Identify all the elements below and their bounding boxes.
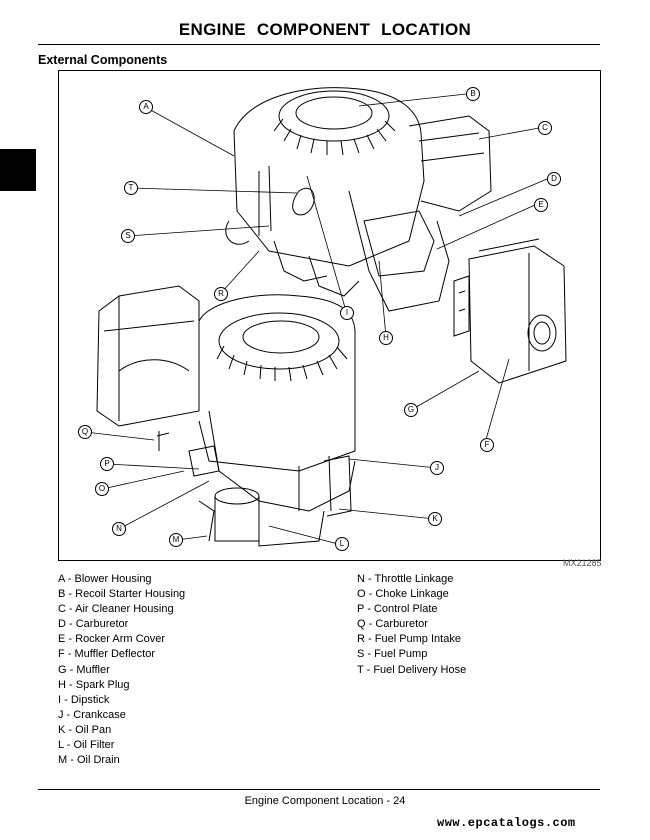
- legend-item: K - Oil Pan: [58, 723, 112, 736]
- legend-key: A: [58, 573, 65, 585]
- legend-item: M - Oil Drain: [58, 754, 120, 767]
- legend-key: G: [58, 663, 67, 676]
- legend-item: Q - Carburetor: [357, 618, 428, 631]
- legend-item: T - Fuel Delivery Hose: [357, 663, 467, 676]
- callout-i: I: [340, 306, 354, 320]
- upper-engine-drawing: [225, 87, 492, 312]
- legend-right: N - Throttle Linkage O - Choke Linkage P…: [357, 572, 466, 678]
- callout-b: B: [466, 87, 480, 101]
- legend-item: O - Choke Linkage: [357, 588, 449, 601]
- page-footer: Engine Component Location - 24: [244, 795, 406, 807]
- callout-r: R: [214, 287, 228, 301]
- legend-left: A - Blower Housing B - Recoil Starter Ho…: [58, 572, 185, 768]
- callout-t: T: [124, 181, 138, 195]
- legend-item: D - Carburetor: [58, 618, 129, 631]
- legend-item: B - Recoil Starter Housing: [58, 588, 186, 601]
- legend-label: Air Cleaner Housing: [75, 603, 174, 616]
- legend-label: Fuel Delivery Hose: [373, 663, 467, 676]
- callout-m: M: [169, 533, 183, 547]
- legend-key: D: [58, 618, 66, 631]
- legend-label: Muffler: [76, 663, 110, 676]
- legend-key: M: [58, 754, 68, 767]
- legend-key: F: [58, 648, 65, 661]
- callout-o: O: [95, 482, 109, 496]
- legend-label: Oil Filter: [73, 739, 115, 752]
- leader-lines: [84, 93, 548, 546]
- legend-item: N - Throttle Linkage: [357, 573, 454, 585]
- legend-key: I: [58, 693, 62, 706]
- legend-item: P - Control Plate: [357, 603, 438, 616]
- callout-s: S: [121, 229, 135, 243]
- legend-key: B: [58, 588, 66, 601]
- callout-k: K: [428, 512, 442, 526]
- legend-key: N: [357, 573, 365, 585]
- side-muffler-drawing: [453, 238, 567, 384]
- legend-label: Choke Linkage: [375, 588, 449, 601]
- legend-key: H: [58, 678, 66, 691]
- legend-key: C: [58, 603, 66, 616]
- legend-item: J - Crankcase: [58, 708, 126, 721]
- section-tab-marker: [0, 149, 36, 191]
- legend-key: R: [357, 633, 365, 646]
- callout-d: D: [547, 172, 561, 186]
- legend-item: H - Spark Plug: [58, 678, 130, 691]
- figure-id: MX21285: [563, 558, 602, 568]
- callout-j: J: [430, 461, 444, 475]
- legend-key: O: [357, 588, 366, 601]
- callout-q: Q: [78, 425, 92, 439]
- callout-a: A: [139, 100, 153, 114]
- legend-item: C - Air Cleaner Housing: [58, 603, 174, 616]
- legend-label: Blower Housing: [74, 573, 152, 585]
- callout-e: E: [534, 198, 548, 212]
- callout-n: N: [112, 522, 126, 536]
- legend-item: F - Muffler Deflector: [58, 648, 156, 661]
- legend-label: Muffler Deflector: [74, 648, 156, 661]
- section-heading: External Components: [38, 53, 168, 67]
- legend-key: T: [357, 663, 364, 676]
- legend-label: Throttle Linkage: [374, 573, 454, 585]
- legend-item: I - Dipstick: [58, 693, 110, 706]
- callout-p: P: [100, 457, 114, 471]
- legend-label: Carburetor: [75, 618, 129, 631]
- legend-key: E: [58, 633, 66, 646]
- legend-item: L - Oil Filter: [58, 739, 115, 752]
- legend-key: P: [357, 603, 365, 616]
- callout-f: F: [480, 438, 494, 452]
- engine-drawing: [84, 87, 567, 547]
- legend-label: Oil Drain: [76, 754, 120, 767]
- callout-c: C: [538, 121, 552, 135]
- legend-item: G - Muffler: [58, 663, 110, 676]
- callout-l: L: [335, 537, 349, 551]
- legend-key: L: [58, 739, 64, 752]
- legend-item: R - Fuel Pump Intake: [357, 633, 461, 646]
- legend-key: Q: [357, 618, 366, 631]
- legend-key: S: [357, 648, 365, 661]
- legend-label: Rocker Arm Cover: [75, 633, 165, 646]
- callout-h: H: [379, 331, 393, 345]
- legend-label: Oil Pan: [75, 723, 112, 736]
- lower-engine-drawing: [96, 285, 356, 547]
- legend-key: J: [58, 708, 64, 721]
- legend-label: Fuel Pump: [374, 648, 428, 661]
- legend-label: Recoil Starter Housing: [75, 588, 186, 601]
- legend-label: Carburetor: [375, 618, 428, 631]
- callout-g: G: [404, 403, 418, 417]
- legend-item: S - Fuel Pump: [357, 648, 428, 661]
- title-rule: [38, 44, 600, 45]
- legend-label: Dipstick: [70, 693, 110, 706]
- legend-item: E - Rocker Arm Cover: [58, 633, 165, 646]
- page-title: ENGINE COMPONENT LOCATION: [178, 20, 472, 39]
- legend-label: Control Plate: [373, 603, 438, 616]
- legend-label: Crankcase: [73, 708, 126, 721]
- legend-key: K: [58, 723, 66, 736]
- legend-label: Fuel Pump Intake: [374, 633, 461, 646]
- watermark: www.epcatalogs.com: [437, 816, 576, 830]
- footer-rule: [38, 789, 600, 790]
- legend-label: Spark Plug: [75, 678, 130, 691]
- engine-illustration: A B C D E F G H I J K L M N O P Q R S T: [58, 70, 601, 561]
- legend-item: A - Blower Housing: [58, 573, 152, 585]
